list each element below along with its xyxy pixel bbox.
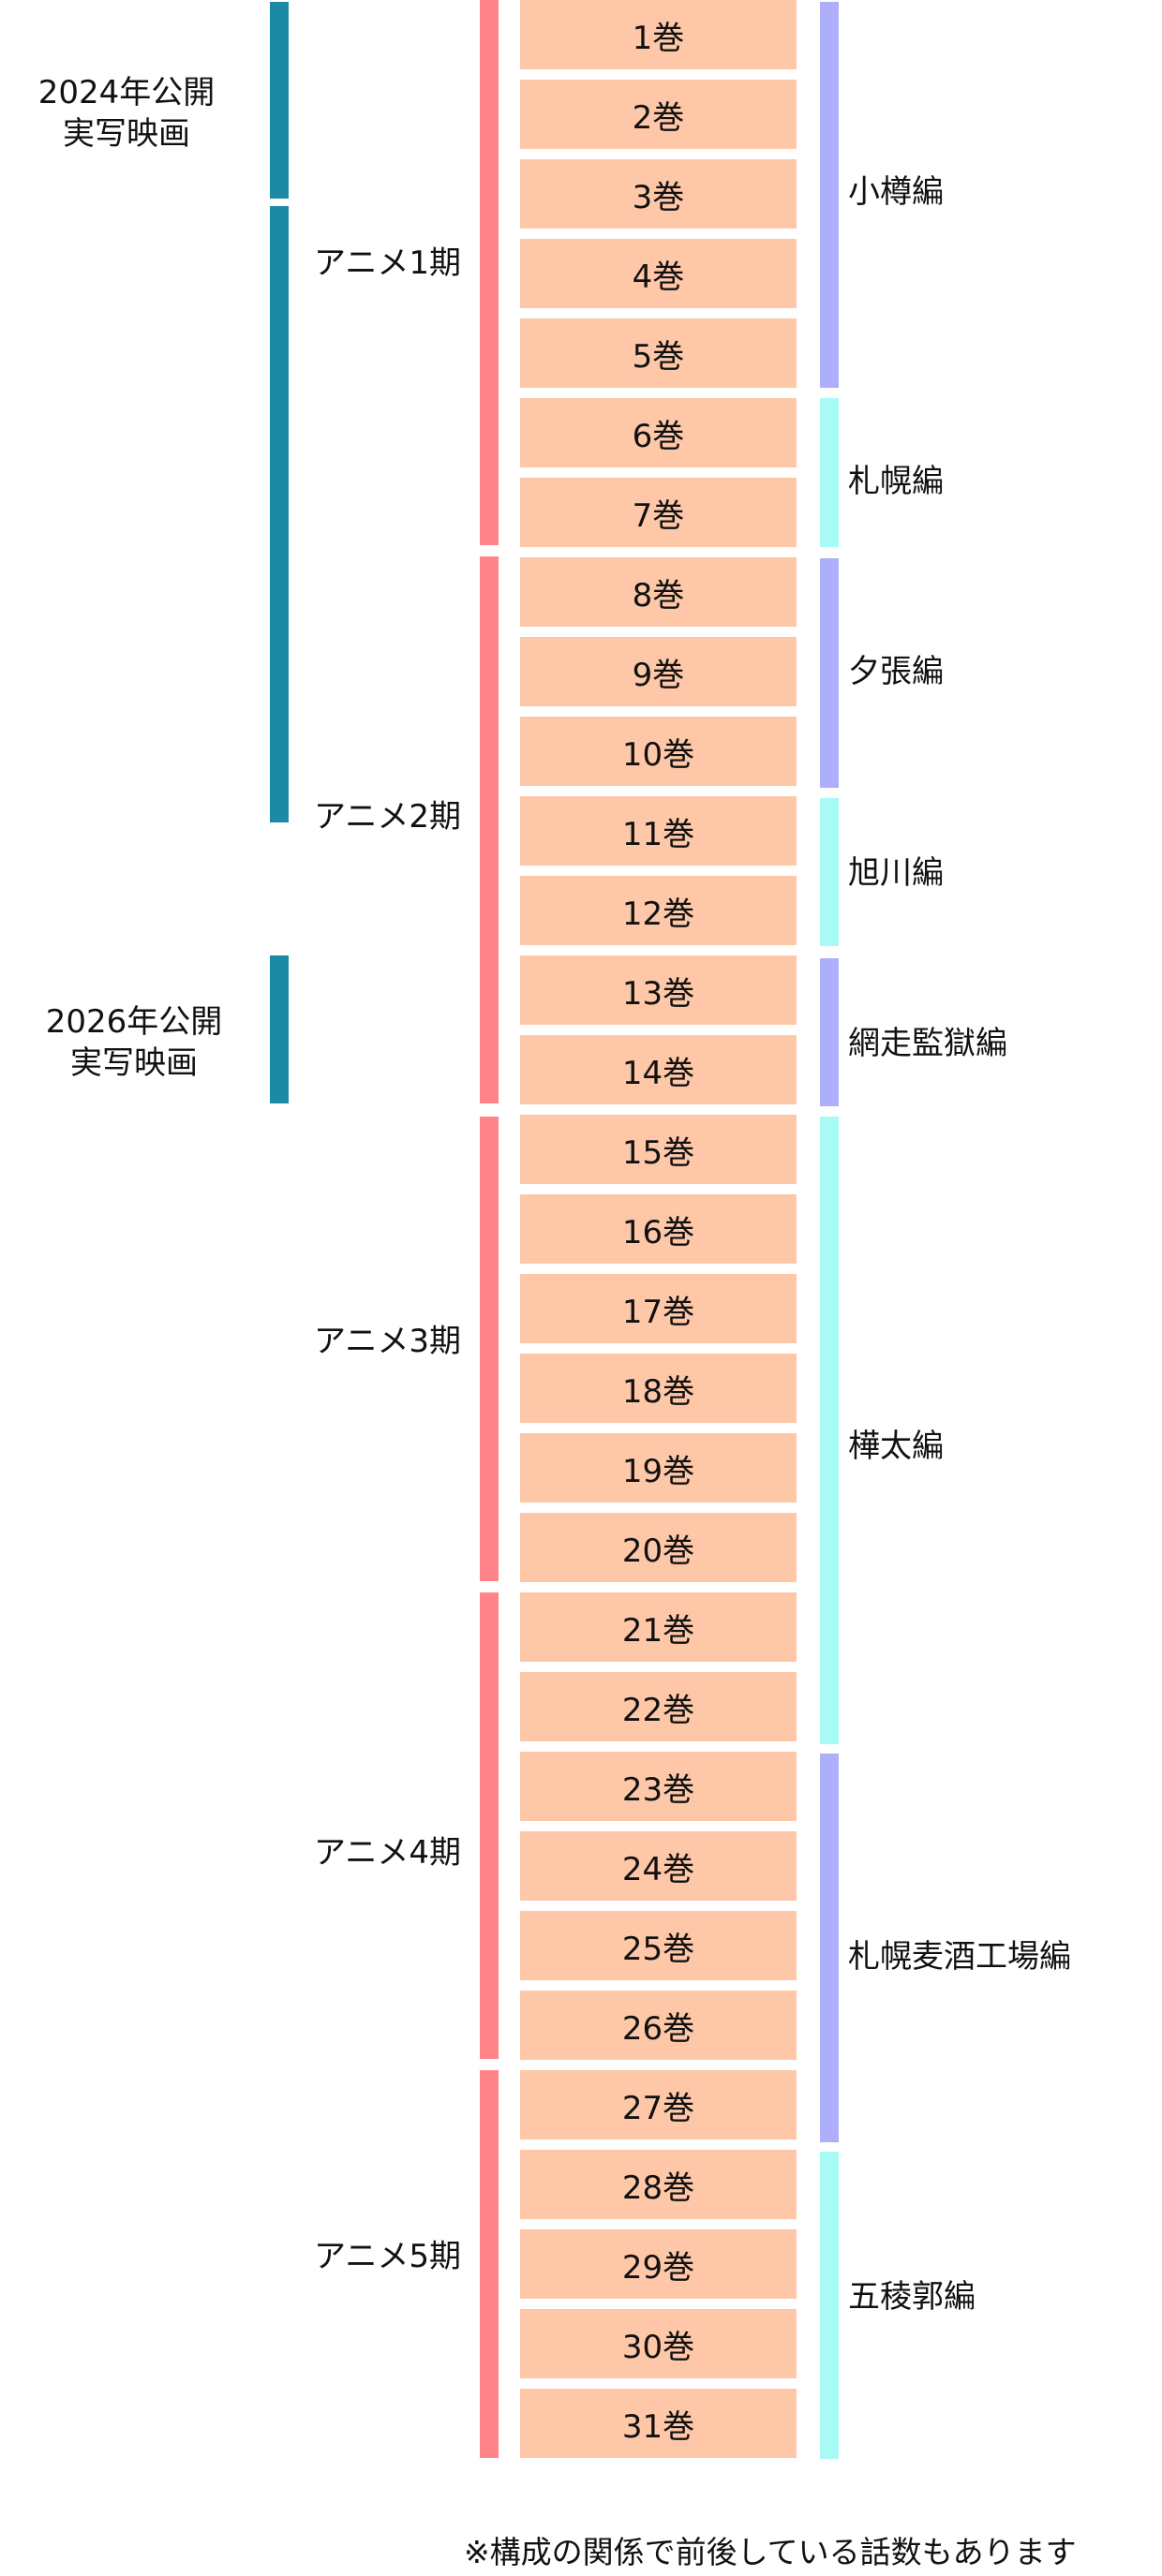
volume-box: 15巻 [520,1115,797,1184]
volume-box: 31巻 [520,2389,797,2458]
volume-box: 19巻 [520,1433,797,1503]
volume-box: 12巻 [520,876,797,945]
arc-sapporo-bar [820,398,839,547]
film-2024-label: 2024年公開 実写映画 [19,72,234,155]
arc-otaru-bar [820,2,839,388]
arc-karafuto-bar [820,1117,839,1744]
volume-box: 8巻 [520,557,797,627]
anime-5-label: アニメ5期 [314,2238,461,2275]
volume-box: 4巻 [520,239,797,308]
volume-box: 6巻 [520,398,797,467]
volume-box: 25巻 [520,1911,797,1980]
anime-1-label: アニメ1期 [314,244,461,282]
volume-box: 11巻 [520,796,797,866]
arc-yubari-bar [820,558,839,788]
volume-box: 23巻 [520,1752,797,1821]
anime-2-bar [480,556,499,1103]
volume-box: 10巻 [520,717,797,786]
volume-box: 30巻 [520,2309,797,2378]
film-2026-type: 実写映画 [70,1044,198,1082]
anime-5-bar [480,2070,499,2458]
anime-1-bar [480,0,499,545]
film-2024-year: 2024年公開 [37,74,216,111]
volume-box: 20巻 [520,1513,797,1582]
footnote: ※構成の関係で前後している話数もあります [464,2534,1077,2570]
volume-box: 2巻 [520,80,797,149]
anime-4-bar [480,1592,499,2059]
film-continuation-bar [270,206,289,822]
volume-box: 5巻 [520,318,797,388]
volume-box: 26巻 [520,1991,797,2060]
arc-goryokaku-label: 五稜郭編 [848,2278,976,2316]
arc-asahikawa-bar [820,798,839,946]
film-2026-label: 2026年公開 実写映画 [26,1001,242,1084]
arc-karafuto-label: 樺太編 [848,1428,944,1465]
volume-box: 24巻 [520,1831,797,1901]
anime-3-label: アニメ3期 [314,1323,461,1360]
volume-box: 7巻 [520,478,797,547]
film-2024-type: 実写映画 [63,115,190,153]
volume-box: 18巻 [520,1354,797,1423]
arc-sapporo-label: 札幌編 [848,463,944,500]
anime-4-label: アニメ4期 [314,1834,461,1872]
arc-asahikawa-label: 旭川編 [848,854,944,892]
volume-box: 28巻 [520,2150,797,2219]
anime-2-label: アニメ2期 [314,798,461,836]
arc-yubari-label: 夕張編 [848,653,944,690]
film-2026-year: 2026年公開 [45,1003,223,1041]
arc-goryokaku-bar [820,2152,839,2459]
volume-box: 27巻 [520,2070,797,2139]
volume-box: 29巻 [520,2229,797,2299]
volume-box: 1巻 [520,0,797,69]
volume-box: 13巻 [520,955,797,1025]
volume-box: 9巻 [520,637,797,706]
volume-box: 16巻 [520,1194,797,1264]
film-2024-bar [270,2,289,199]
volume-box: 17巻 [520,1274,797,1343]
arc-abashiri-bar [820,958,839,1106]
anime-3-bar [480,1117,499,1581]
volume-box: 3巻 [520,159,797,229]
volume-box: 22巻 [520,1672,797,1741]
film-2026-bar [270,955,289,1103]
volume-box: 14巻 [520,1035,797,1104]
arc-sapporo-brewery-label: 札幌麦酒工場編 [848,1938,1071,1976]
arc-abashiri-label: 網走監獄編 [848,1025,1007,1062]
arc-sapporo-brewery-bar [820,1754,839,2142]
volume-box: 21巻 [520,1592,797,1662]
arc-otaru-label: 小樽編 [848,173,944,211]
